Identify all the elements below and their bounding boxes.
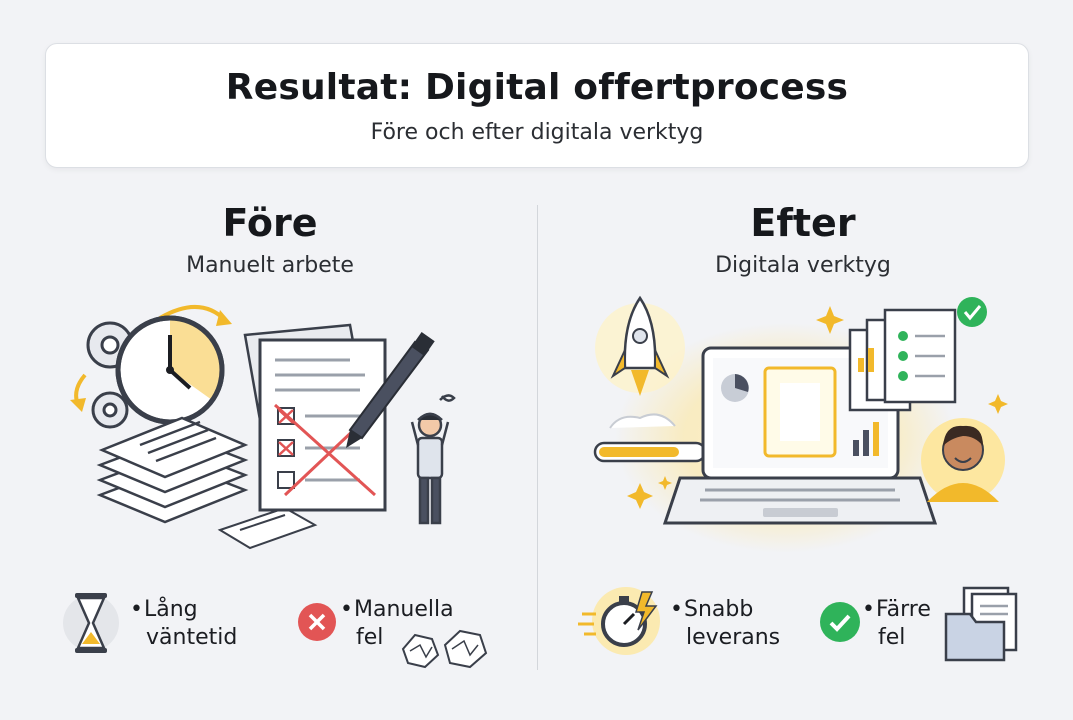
- bullet-line2: leverans: [686, 625, 781, 650]
- crumpled-paper-icon: [401, 629, 488, 669]
- bullet-fast-delivery: •Snabb leverans: [670, 597, 781, 650]
- bullet-long-wait: •Lång väntetid: [130, 597, 238, 650]
- after-title: Efter: [750, 201, 856, 245]
- progress-bar: [593, 441, 707, 463]
- before-subtitle: Manuelt arbete: [186, 253, 354, 278]
- page-title: Resultat: Digital offertprocess: [225, 67, 849, 108]
- check-badge-icon: [957, 297, 987, 327]
- bullet-fewer-errors: •Färre fel: [862, 597, 931, 650]
- clock-icon: [115, 315, 225, 425]
- manual-work-illustration: [70, 305, 456, 550]
- happy-person-icon: [921, 418, 1005, 502]
- before-title: Före: [222, 201, 318, 245]
- bullet-line1: Manuella: [354, 597, 454, 622]
- gear-icon: [86, 321, 134, 429]
- stressed-person-icon: [410, 394, 456, 525]
- rocket-icon: [595, 295, 685, 429]
- checkmark-icon: [820, 602, 860, 642]
- stopwatch-bolt-icon: [578, 587, 660, 655]
- page-subtitle: Före och efter digitala verktyg: [370, 120, 704, 145]
- digital-tools-illustration: [593, 295, 1008, 553]
- after-subtitle: Digitala verktyg: [715, 253, 891, 278]
- bullet-line1: Lång: [144, 597, 198, 622]
- column-divider: [537, 205, 538, 670]
- bullet-line2: fel: [878, 625, 906, 650]
- bullet-line1: Snabb: [684, 597, 754, 622]
- paper-stack-icon: [96, 416, 249, 524]
- pen-icon: [346, 332, 435, 448]
- sparkle-icon: [627, 306, 1008, 509]
- folder-documents-icon: [944, 586, 1018, 662]
- bullet-line2: väntetid: [146, 625, 238, 650]
- bullet-line1: Färre: [876, 597, 931, 622]
- checked-documents-icon: [848, 308, 957, 412]
- bullet-line2: fel: [356, 625, 384, 650]
- hourglass-icon: [63, 593, 119, 653]
- bullet-manual-errors: •Manuella fel: [340, 597, 454, 650]
- document-icon: [243, 323, 387, 512]
- error-x-icon: [298, 603, 336, 641]
- header-card: Resultat: Digital offertprocess Före och…: [45, 43, 1029, 168]
